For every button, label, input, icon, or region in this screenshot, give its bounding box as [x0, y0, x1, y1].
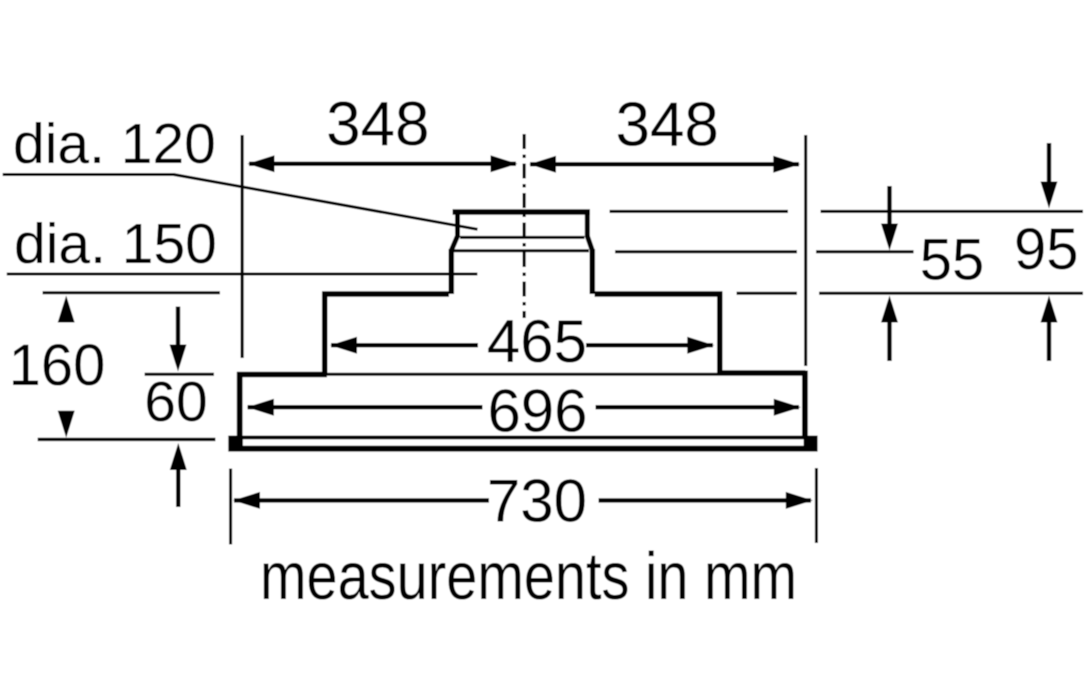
- svg-text:95: 95: [1014, 217, 1079, 282]
- svg-text:348: 348: [326, 90, 429, 159]
- svg-text:730: 730: [487, 468, 587, 535]
- svg-text:348: 348: [615, 90, 718, 159]
- svg-text:696: 696: [487, 378, 587, 445]
- svg-text:60: 60: [144, 370, 207, 434]
- svg-text:dia. 150: dia. 150: [14, 212, 217, 276]
- svg-text:measurements in mm: measurements in mm: [260, 539, 797, 614]
- svg-text:55: 55: [920, 228, 985, 293]
- svg-text:465: 465: [487, 308, 587, 375]
- svg-text:160: 160: [9, 333, 106, 398]
- svg-text:dia. 120: dia. 120: [13, 112, 216, 176]
